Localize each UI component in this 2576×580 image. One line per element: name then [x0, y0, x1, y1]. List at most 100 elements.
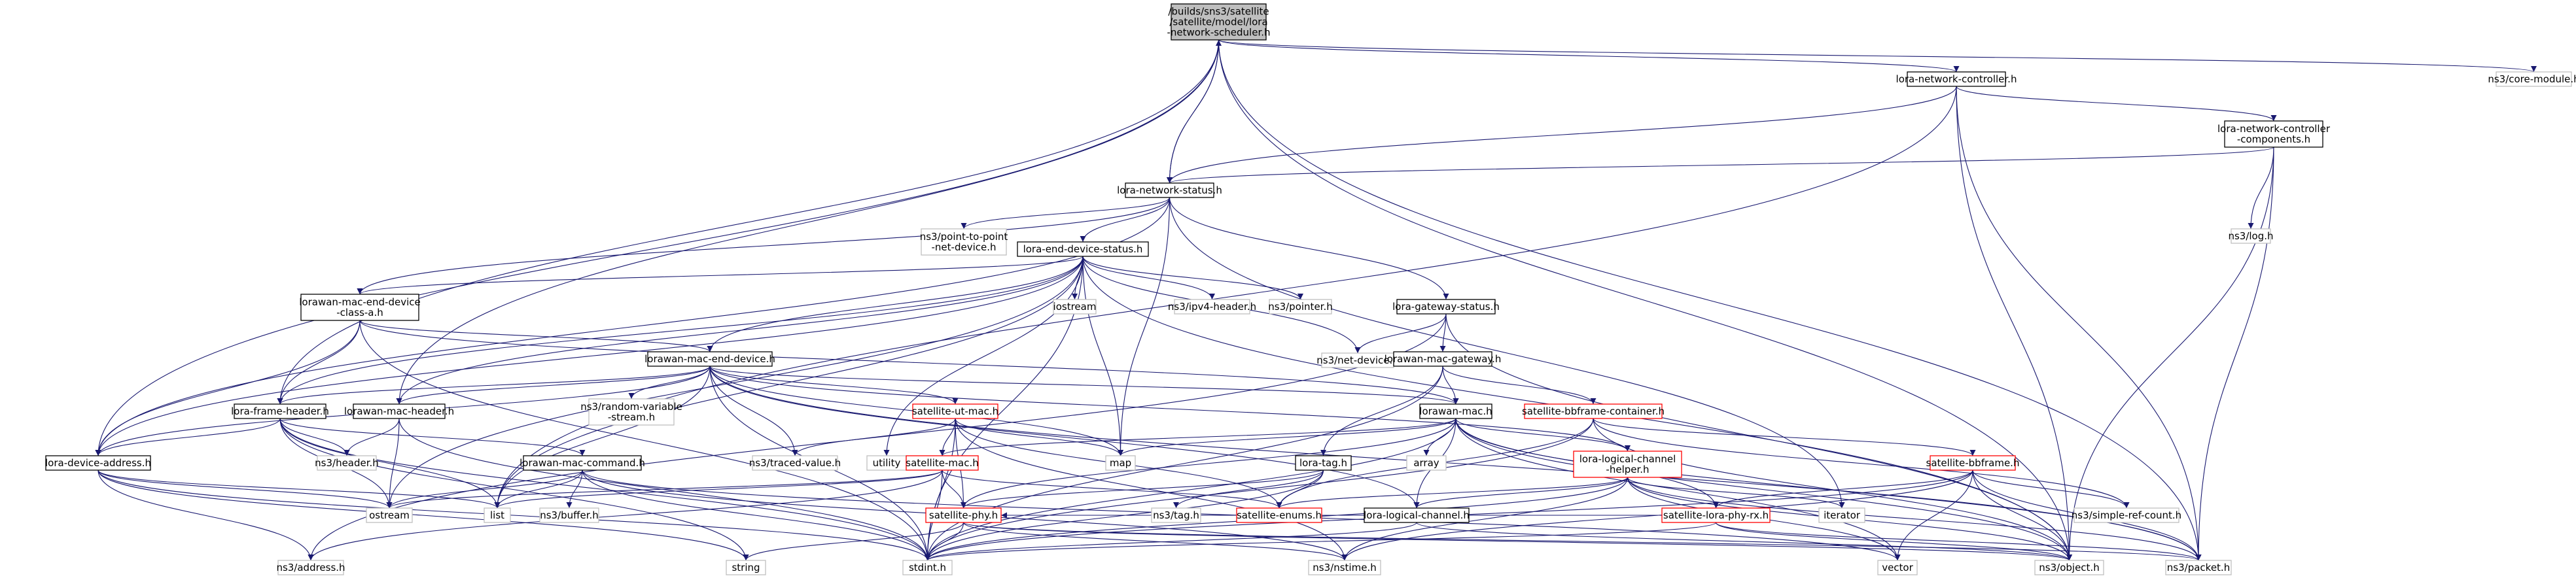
edge-class-a-to-device-address: [95, 320, 361, 456]
node-device-address[interactable]: lora-device-address.h: [45, 455, 151, 471]
node-label: ns3/packet.h: [2167, 562, 2230, 573]
edge-root-to-core-module: [1218, 39, 2537, 73]
node-box: [912, 403, 998, 419]
node-mac-command[interactable]: lorawan-mac-command.h: [520, 455, 645, 471]
node-box: [1396, 299, 1496, 315]
node-box: [1269, 299, 1332, 315]
edge-sat-phy-to-packet: [962, 522, 2201, 561]
node-iostream: iostream: [1053, 299, 1097, 315]
node-logical-helper[interactable]: lora-logical-channel-helper.h: [1573, 451, 1682, 478]
node-label: lora-tag.h: [1299, 457, 1347, 469]
edge-mac-end-device-to-logical-helper: [709, 366, 1631, 452]
node-net-controller[interactable]: lora-network-controller.h: [1896, 71, 2017, 87]
node-ut-mac[interactable]: satellite-ut-mac.h: [912, 403, 998, 419]
edge-frame-header-to-device-address: [95, 418, 281, 456]
edge-mac-header-to-header: [344, 418, 400, 456]
node-gw-status[interactable]: lora-gateway-status.h: [1392, 299, 1500, 315]
node-net-device: ns3/net-device.h: [1316, 352, 1399, 368]
node-net-status[interactable]: lora-network-status.h: [1117, 182, 1222, 198]
node-map: map: [1105, 455, 1136, 471]
node-log: ns3/log.h: [2228, 228, 2274, 244]
edge-mac-gateway-to-stdint: [925, 366, 1443, 561]
edge-net-controller-to-list: [494, 86, 1957, 509]
node-box: [539, 507, 599, 523]
node-label: satellite-bbframe-container.h: [1522, 405, 1665, 417]
node-class-a[interactable]: lorawan-mac-end-device-class-a.h: [299, 294, 421, 321]
edge-logical-helper-to-iterator: [1627, 477, 1845, 509]
edge-net-controller-to-controller-components: [1956, 86, 2277, 122]
node-controller-components[interactable]: lora-network-controller-components.h: [2217, 120, 2331, 148]
node-mac-end-device[interactable]: lorawan-mac-end-device.h: [644, 351, 775, 367]
node-label: satellite-mac.h: [906, 457, 978, 469]
edge-layer: [95, 39, 2537, 561]
edge-end-device-status-to-pointer: [1082, 256, 1303, 300]
node-mac-header[interactable]: lorawan-mac-header.h: [344, 403, 454, 419]
node-box: [2231, 228, 2271, 244]
edge-root-to-object: [1218, 39, 2072, 561]
edge-mac-end-device-to-list: [494, 366, 711, 509]
node-bbframe[interactable]: satellite-bbframe.h: [1926, 455, 2020, 471]
node-box: [1125, 182, 1214, 198]
edge-root-to-device-address: [95, 39, 1220, 456]
node-phy-rx[interactable]: satellite-lora-phy-rx.h: [1661, 507, 1771, 523]
edge-ut-mac-to-map: [955, 418, 1123, 456]
node-label: lorawan-mac.h: [1419, 405, 1492, 417]
node-vector: vector: [1877, 560, 1918, 575]
edge-logical-helper-to-sat-enums: [1276, 477, 1629, 509]
edge-net-controller-to-packet: [1956, 86, 2202, 561]
node-sat-phy[interactable]: satellite-phy.h: [925, 507, 1002, 523]
edge-sat-mac-to-list: [494, 469, 943, 509]
edge-mac-command-to-ostream: [386, 469, 583, 509]
node-label: lorawan-mac-gateway.h: [1385, 353, 1502, 365]
edge-lorawan-mac-to-map: [1118, 418, 1456, 456]
node-root[interactable]: /builds/sns3/satellite/satellite/model/l…: [1167, 3, 1271, 41]
edge-sat-phy-to-string: [743, 522, 964, 561]
node-box: [1406, 455, 1447, 471]
node-lorawan-mac[interactable]: lorawan-mac.h: [1419, 403, 1492, 419]
edge-sat-mac-to-sat-enums: [942, 469, 1282, 509]
node-end-device-status[interactable]: lora-end-device-status.h: [1017, 241, 1149, 257]
node-label: satellite-phy.h: [929, 509, 998, 521]
node-sat-mac[interactable]: satellite-mac.h: [906, 455, 979, 471]
node-lora-tag[interactable]: lora-tag.h: [1295, 455, 1352, 471]
node-box: [353, 403, 446, 419]
edge-mac-end-device-to-frame-header: [277, 366, 711, 405]
node-sat-enums[interactable]: satellite-enums.h: [1236, 507, 1322, 523]
node-label: lora-network-controller.h: [1896, 73, 2017, 85]
node-ostream: ostream: [366, 507, 413, 523]
edge-lora-tag-to-sat-enums: [1276, 469, 1324, 509]
node-box: [1393, 351, 1492, 367]
edge-controller-components-to-log: [2248, 146, 2274, 230]
edge-end-device-status-to-map: [1082, 256, 1123, 456]
edge-bb-container-to-bbframe: [1593, 418, 1976, 456]
edge-root-to-mac-header: [396, 39, 1220, 405]
edge-phy-rx-to-object: [1715, 522, 2072, 561]
node-box: [2165, 560, 2232, 575]
node-label: iostream: [1053, 301, 1097, 313]
node-box: [1364, 507, 1470, 523]
node-label: /satellite/model/lora: [1169, 16, 1267, 28]
node-box: [1105, 455, 1136, 471]
node-box: [1661, 507, 1771, 523]
node-label: lorawan-mac-command.h: [520, 457, 645, 469]
node-box: [1930, 455, 2016, 471]
node-box: [234, 403, 326, 419]
edge-phy-rx-to-packet: [1715, 522, 2202, 561]
node-mac-gateway[interactable]: lorawan-mac-gateway.h: [1385, 351, 1502, 367]
edge-end-device-status-to-mac-end-device: [707, 256, 1084, 352]
node-frame-header[interactable]: lora-frame-header.h: [231, 403, 329, 419]
node-label: ns3/net-device.h: [1316, 354, 1399, 366]
node-array: array: [1406, 455, 1447, 471]
edge-net-status-to-iterator: [1169, 197, 1845, 509]
node-iterator: iterator: [1818, 507, 1865, 523]
node-label: -network-scheduler.h: [1167, 27, 1270, 39]
edge-mac-command-to-buffer: [566, 469, 583, 509]
node-label: -stream.h: [608, 411, 655, 423]
node-label: map: [1110, 457, 1131, 469]
node-logical-channel[interactable]: lora-logical-channel.h: [1364, 507, 1470, 523]
node-bb-container[interactable]: satellite-bbframe-container.h: [1522, 403, 1665, 419]
node-label: lora-end-device-status.h: [1023, 243, 1143, 255]
edge-logical-helper-to-nstime: [1341, 477, 1629, 561]
node-box: [647, 351, 773, 367]
node-ns3-tag: ns3/tag.h: [1151, 507, 1201, 523]
